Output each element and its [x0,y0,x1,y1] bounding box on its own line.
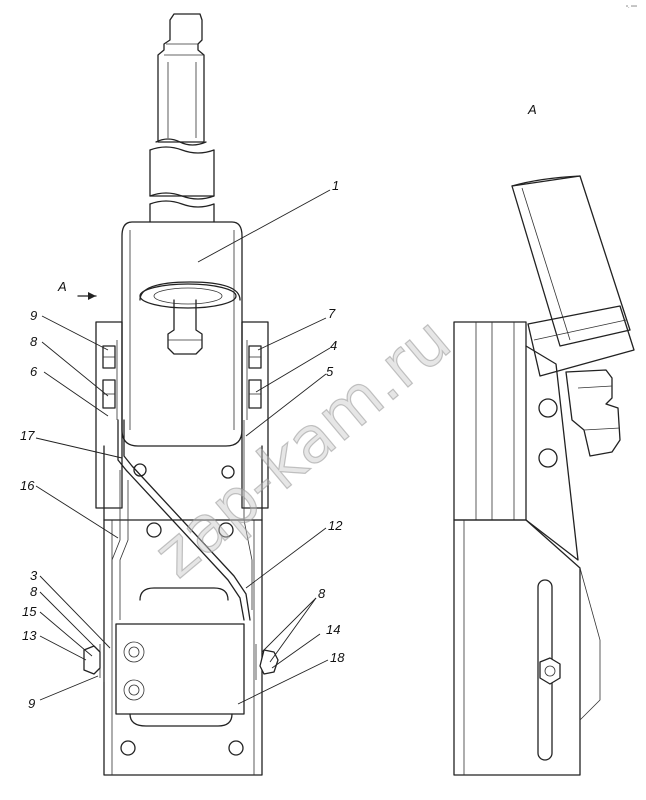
callouts: 1 3 4 5 6 7 8 8 8 9 9 12 13 14 15 16 17 … [20,178,345,711]
diagonal-rod [111,419,253,621]
callout-14: 14 [326,622,340,637]
callout-16: 16 [20,478,35,493]
callout-7: 7 [328,306,336,321]
view-arrow-label: A [57,279,67,294]
callout-4: 4 [330,338,337,353]
callout-12: 12 [328,518,343,533]
callout-13: 13 [22,628,37,643]
base-plate [103,445,263,776]
callout-5: 5 [326,364,334,379]
callout-17: 17 [20,428,35,443]
watermark: zap-kam.ru [141,303,465,592]
callout-1: 1 [332,178,339,193]
callout-15: 15 [22,604,37,619]
callout-8-right: 8 [318,586,326,601]
side-view-a: A [453,102,635,776]
shaft [149,13,215,223]
callout-8-upper: 8 [30,334,38,349]
side-plates [95,321,269,509]
callout-3: 3 [30,568,38,583]
corner-mark: °· °°° [626,5,637,11]
callout-18: 18 [330,650,345,665]
view-arrow: A [57,279,97,300]
callout-6: 6 [30,364,38,379]
callout-9-upper: 9 [30,308,37,323]
clamp-block [83,587,279,727]
callout-8-lower: 8 [30,584,38,599]
front-view: A [57,13,279,776]
bracket-1 [121,221,243,447]
callout-9-lower: 9 [28,696,35,711]
leader-lines [35,189,331,705]
view-title: A [527,102,537,117]
